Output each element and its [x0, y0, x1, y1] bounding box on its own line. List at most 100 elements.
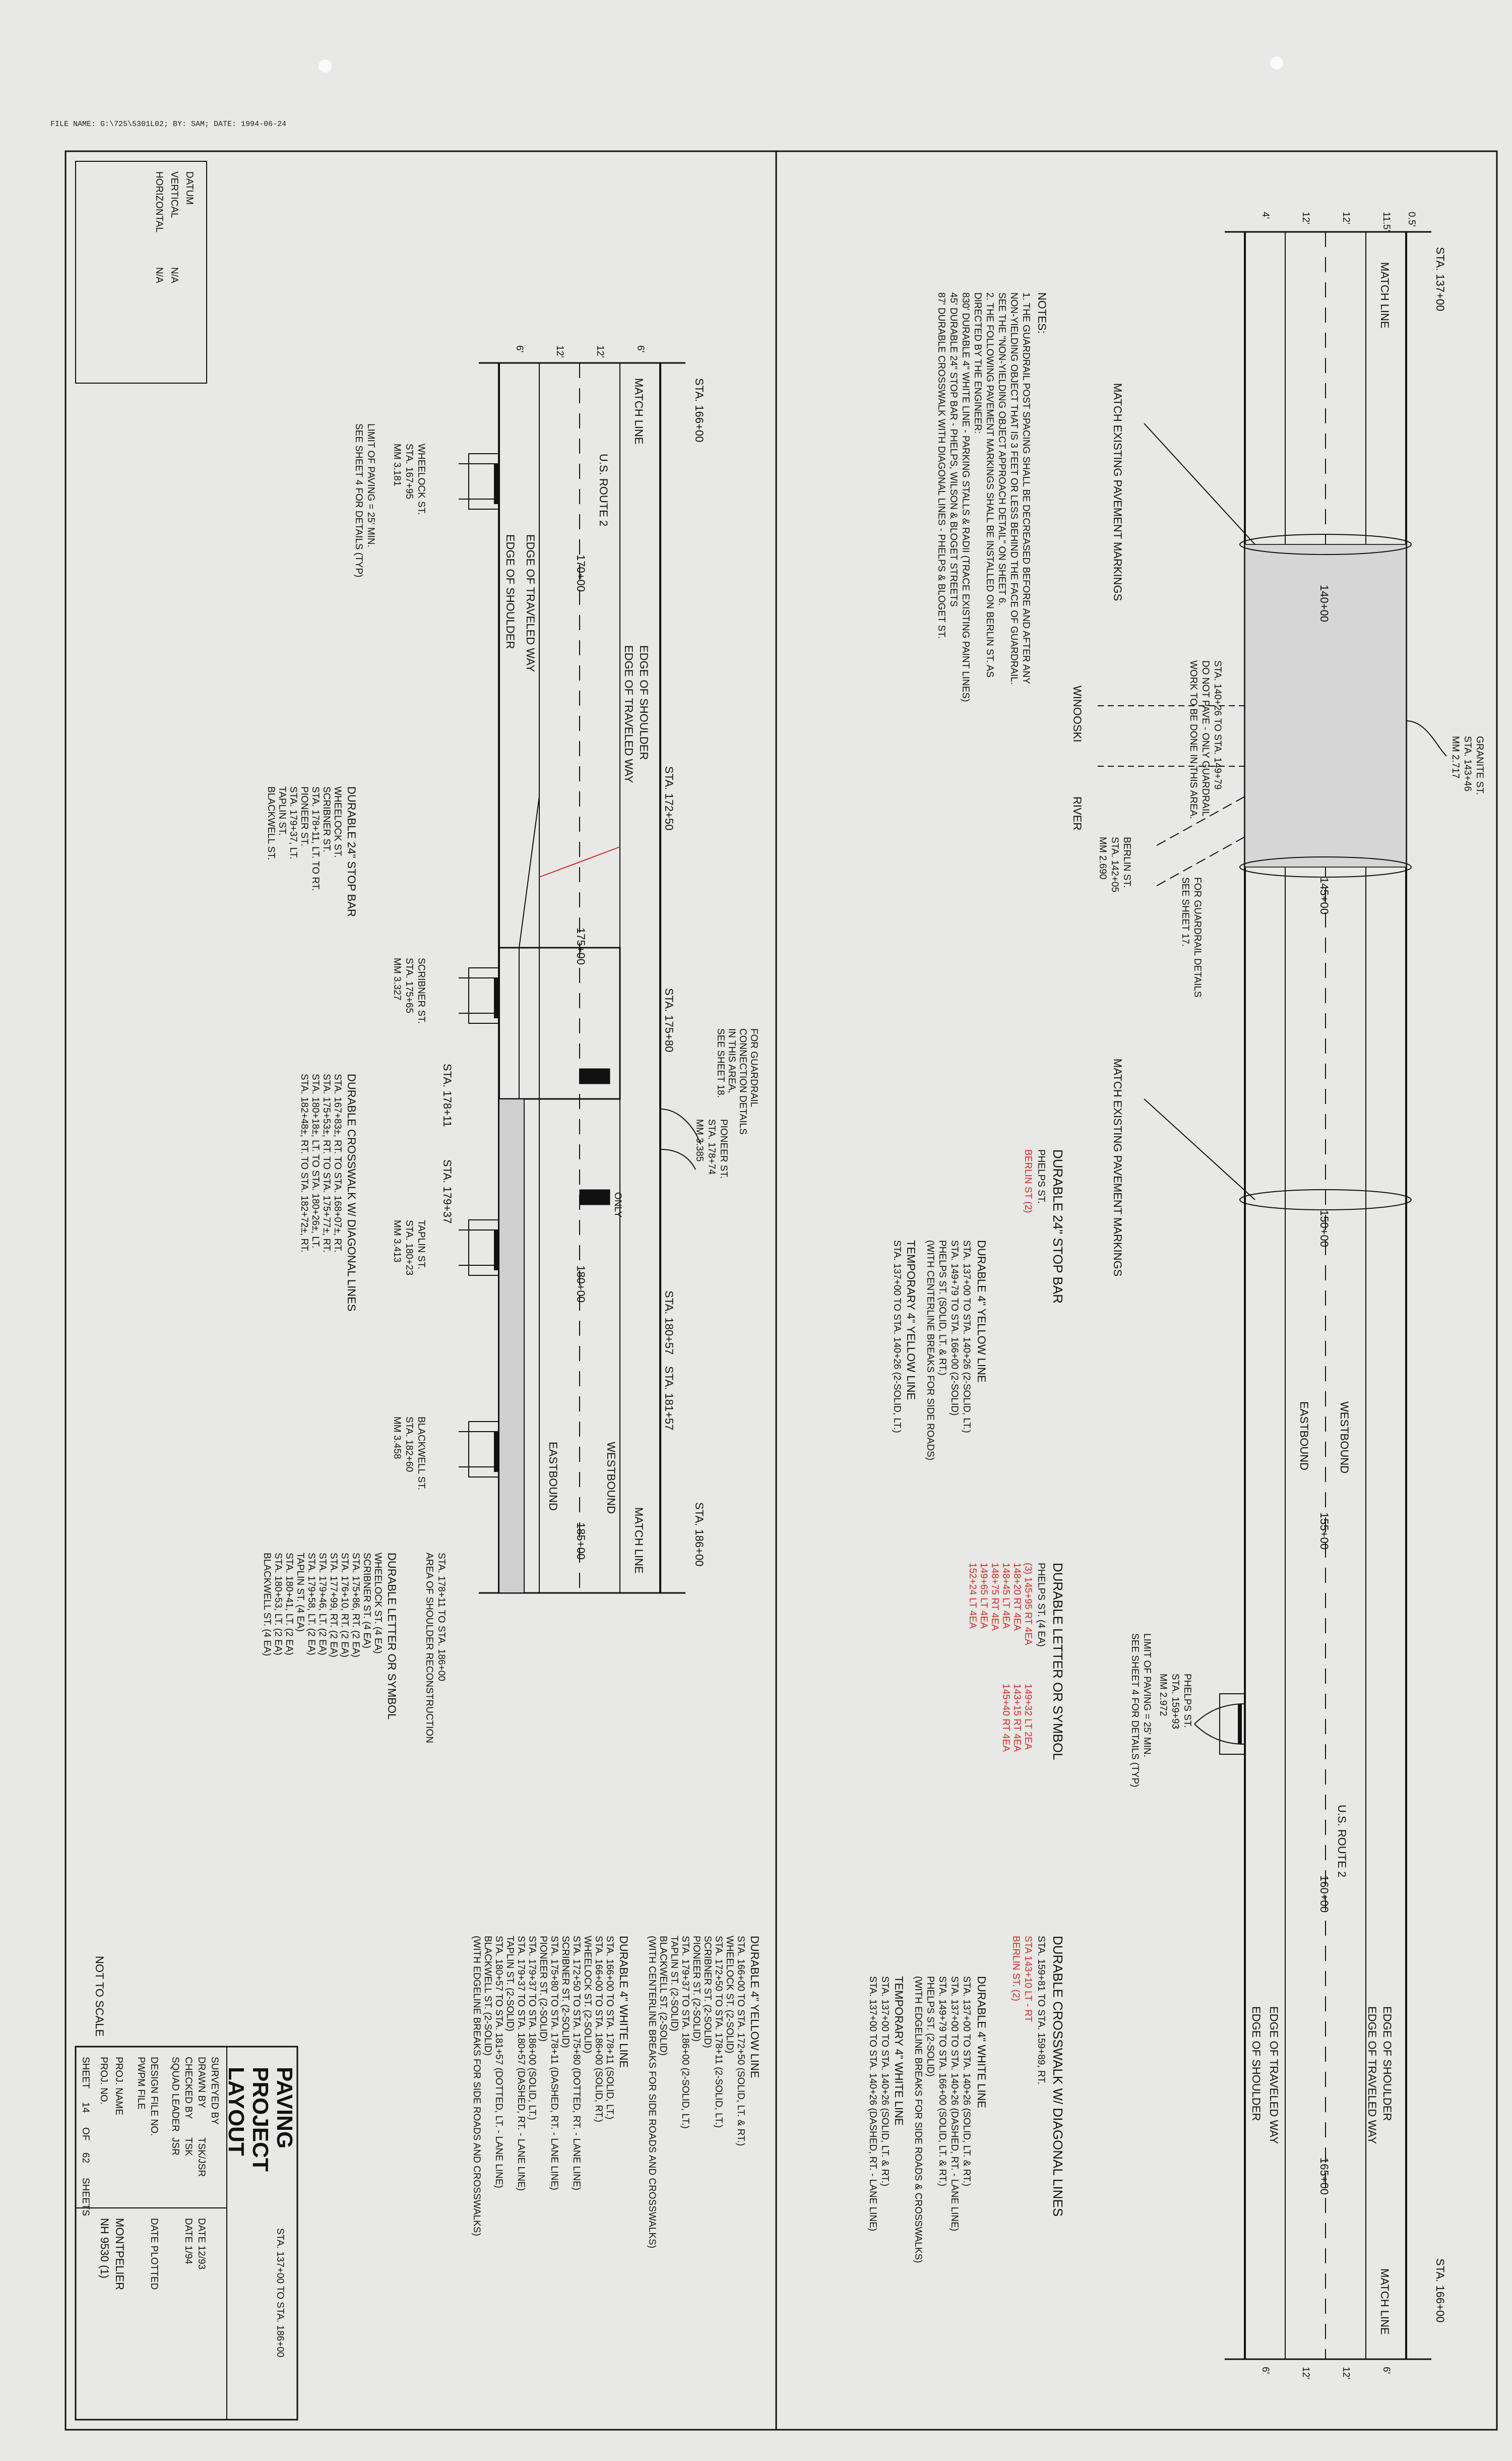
- note-line: DIRECTED BY THE ENGINEER:: [972, 292, 983, 434]
- temp-white-line-upper: STA. 137+00 TO STA. 140+26 (DASHED, RT. …: [867, 1976, 878, 2231]
- phelps-0: PHELPS ST.: [1182, 1674, 1192, 1728]
- notes-title: NOTES:: [1036, 292, 1048, 334]
- squad-leader: SQUAD LEADER: [170, 2057, 180, 2132]
- sheets-label: SHEETS: [80, 2178, 91, 2216]
- white-line: STA. 179+37 TO STA. 186+00 (SOLID, LT.): [527, 1936, 537, 2120]
- stopbar-item: STA. 179+37, LT.: [288, 786, 298, 859]
- lower-limit-paving: LIMIT OF PAVING = 25' MIN.: [365, 423, 376, 547]
- lower-edge-traveled-bottom: EDGE OF TRAVELED WAY: [524, 534, 537, 672]
- dim-0: 0.5': [1406, 212, 1417, 227]
- granite-0: GRANITE ST.: [1474, 736, 1485, 795]
- dim-1: 11.5': [1381, 212, 1392, 231]
- title-range: STA. 137+00 TO STA. 186+00: [275, 2228, 285, 2357]
- white-line-upper: STA. 137+00 TO STA. 140+26 (SOLID, LT. &…: [961, 1976, 972, 2186]
- white-line-upper: STA. 149+79 TO STA. 166+00 (SOLID, LT. &…: [937, 1976, 948, 2186]
- white-line: TAPLIN ST. (2-SOLID): [505, 1936, 515, 2032]
- berlin-2: MM 2.690: [1097, 837, 1108, 879]
- lower-eastbound: EASTBOUND: [547, 1442, 559, 1511]
- lower-match-line-1: MATCH LINE: [633, 378, 645, 445]
- lower-labels: STA. 166+00 STA. 186+00 MATCH LINE MATCH…: [353, 345, 759, 1743]
- lower-sta-185: 185+00: [575, 1522, 587, 1560]
- sta-180-57: STA. 180+57: [663, 1290, 675, 1355]
- note-line: 45' DURABLE 24" STOP BAR - PHELPS, WILSO…: [948, 292, 959, 607]
- letter-red: 152+24 LT 4EA: [967, 1563, 978, 1629]
- yellow-line: WHEELOCK ST. (2-SOLID): [724, 1936, 735, 2053]
- stopbar-title-lower: DURABLE 24" STOP BAR: [345, 786, 358, 917]
- letter-red: 148+45 LT 4EA: [1000, 1563, 1011, 1629]
- lower-edge-shoulder-top: EDGE OF SHOULDER: [638, 645, 650, 760]
- temp-white-line-upper: STA. 137+00 TO STA. 140+26 (SOLID, LT. &…: [879, 1976, 890, 2186]
- letter-item: STA. 180+53, LT. (2 EA): [273, 1553, 283, 1655]
- note-line: SEE THE "NON-YIELDING OBJECT APPROACH DE…: [996, 292, 1007, 605]
- white-line: WHEELOCK ST. (2-SOLID): [582, 1936, 593, 2053]
- stopbar-item-upper: PHELPS ST.: [1036, 1149, 1046, 1204]
- upper-station-start: STA. 137+00: [1434, 247, 1446, 311]
- datum-horizontal: HORIZONTAL: [154, 171, 164, 232]
- title-project: PROJECT: [248, 2067, 273, 2172]
- yellow-line: STA. 166+00 TO STA. 172+50 (SOLID, LT. &…: [735, 1936, 746, 2146]
- datum-h-val: N/A: [154, 267, 164, 283]
- berlin-0: BERLIN ST.: [1121, 837, 1132, 888]
- shoulder-recon: AREA OF SHOULDER RECONSTRUCTION: [424, 1553, 434, 1743]
- scribner: STA. 175+65: [404, 958, 414, 1013]
- crosswalk-item: STA. 182+48±, RT. TO STA. 182+72±, RT.: [299, 1074, 309, 1253]
- yellow-line-upper: STA. 149+79 TO STA. 166+00 (2-SOLID): [949, 1240, 960, 1416]
- sheet-label: SHEET: [80, 2057, 91, 2089]
- sheet-total: 62: [80, 2152, 91, 2163]
- yellow-title-upper: DURABLE 4" YELLOW LINE: [975, 1240, 988, 1383]
- sta-181-57: STA. 181+57: [663, 1366, 675, 1430]
- squad-val: JSR: [170, 2137, 180, 2156]
- checked-by: CHECKED BY: [183, 2057, 194, 2119]
- dim-r1: 12': [1341, 2367, 1351, 2379]
- note-line: 1. THE GUARDRAIL POST SPACING SHALL BE D…: [1021, 292, 1031, 684]
- crosswalk-red: BERLIN ST. (2): [1011, 1936, 1021, 2001]
- upper-notes: NOTES: 1. THE GUARDRAIL POST SPACING SHA…: [936, 292, 1048, 702]
- yellow-line: STA. 179+37 TO STA. 186+00 (2-SOLID, LT.…: [680, 1936, 690, 2129]
- rotated-sheet: STA. 137+00 STA. 166+00 MATCH LINE MATCH…: [55, 141, 1507, 2440]
- letter-item: STA. 179+58, LT. (2 EA): [306, 1553, 317, 1655]
- match-existing-2: MATCH EXISTING PAVEMENT MARKINGS: [1111, 1059, 1124, 1276]
- sta-145: 145+00: [1318, 877, 1331, 914]
- lower-station-end: STA. 186+00: [693, 1502, 706, 1566]
- white-line: STA. 166+00 TO STA. 186+00 (SOLID, RT.): [593, 1936, 604, 2122]
- file-name-stamp: FILE NAME: G:\725\5301L02; BY: SAM; DATE…: [50, 120, 287, 129]
- sta-140: 140+00: [1318, 585, 1331, 622]
- scribner: MM 3.327: [392, 958, 402, 1000]
- letter-title-lower: DURABLE LETTER OR SYMBOL: [386, 1553, 398, 1719]
- proj-no-label: PROJ. NO.: [98, 2057, 109, 2105]
- guardrail-18: CONNECTION DETAILS: [737, 1028, 748, 1135]
- pioneer: STA. 178+74: [706, 1119, 717, 1175]
- lower-dim: 6': [635, 345, 646, 352]
- lower-edge-shoulder-bottom: EDGE OF SHOULDER: [504, 534, 517, 649]
- datum-box: DATUM VERTICAL HORIZONTAL N/A N/A: [75, 161, 207, 384]
- blackwell: MM 3.458: [392, 1417, 402, 1459]
- lower-plan: STA. 166+00 STA. 186+00 MATCH LINE MATCH…: [262, 345, 761, 2248]
- yellow-line: (WITH CENTERLINE BREAKS FOR SIDE ROADS A…: [647, 1936, 657, 2248]
- guardrail-17-0: FOR GUARDRAIL DETAILS: [1192, 877, 1203, 998]
- letter-title-upper: DURABLE LETTER OR SYMBOL: [1050, 1563, 1065, 1760]
- note-line: 2. THE FOLLOWING PAVEMENT MARKINGS SHALL…: [984, 292, 995, 678]
- berlin-1: STA. 142+05: [1109, 837, 1120, 892]
- no-pave-2: WORK TO BE DONE IN THIS AREA.: [1188, 660, 1199, 819]
- blackwell: BLACKWELL ST.: [416, 1417, 426, 1490]
- guardrail-18: SEE SHEET 18.: [715, 1028, 726, 1098]
- white-line: STA. 166+00 TO STA. 178+11 (SOLID, LT.): [604, 1936, 615, 2119]
- white-line-upper: (WITH EDGELINE BREAKS FOR SIDE ROADS & C…: [913, 1976, 923, 2263]
- white-line: STA. 172+50 TO STA. 175+80 (DOTTED, RT. …: [571, 1936, 582, 2190]
- limit-paving-1: SEE SHEET 4 FOR DETAILS (TYP): [1129, 1633, 1140, 1787]
- lower-westbound: WESTBOUND: [605, 1442, 617, 1514]
- white-title-lower: DURABLE 4" WHITE LINE: [617, 1936, 630, 2068]
- letter-item: TAPLIN ST. (4 EA): [295, 1553, 305, 1632]
- yellow-line-upper: STA. 137+00 TO STA. 140+26 (2-SOLID, LT.…: [961, 1240, 972, 1433]
- yellow-line: STA. 172+50 TO STA. 178+11 (2-SOLID, LT.…: [713, 1936, 724, 2128]
- lower-us-route: U.S. ROUTE 2: [597, 454, 610, 526]
- lower-match-line-2: MATCH LINE: [633, 1507, 645, 1574]
- letter-red: 148+75 RT 4EA: [989, 1563, 1000, 1631]
- guardrail-17-1: SEE SHEET 17.: [1180, 877, 1190, 947]
- lower-sta-180: 180+00: [575, 1265, 587, 1303]
- datum-vertical: VERTICAL: [169, 171, 179, 218]
- upper-station-end: STA. 166+00: [1434, 2258, 1446, 2322]
- taplin: TAPLIN ST.: [416, 1220, 426, 1269]
- letter-item: BLACKWELL ST. (4 EA): [262, 1553, 272, 1656]
